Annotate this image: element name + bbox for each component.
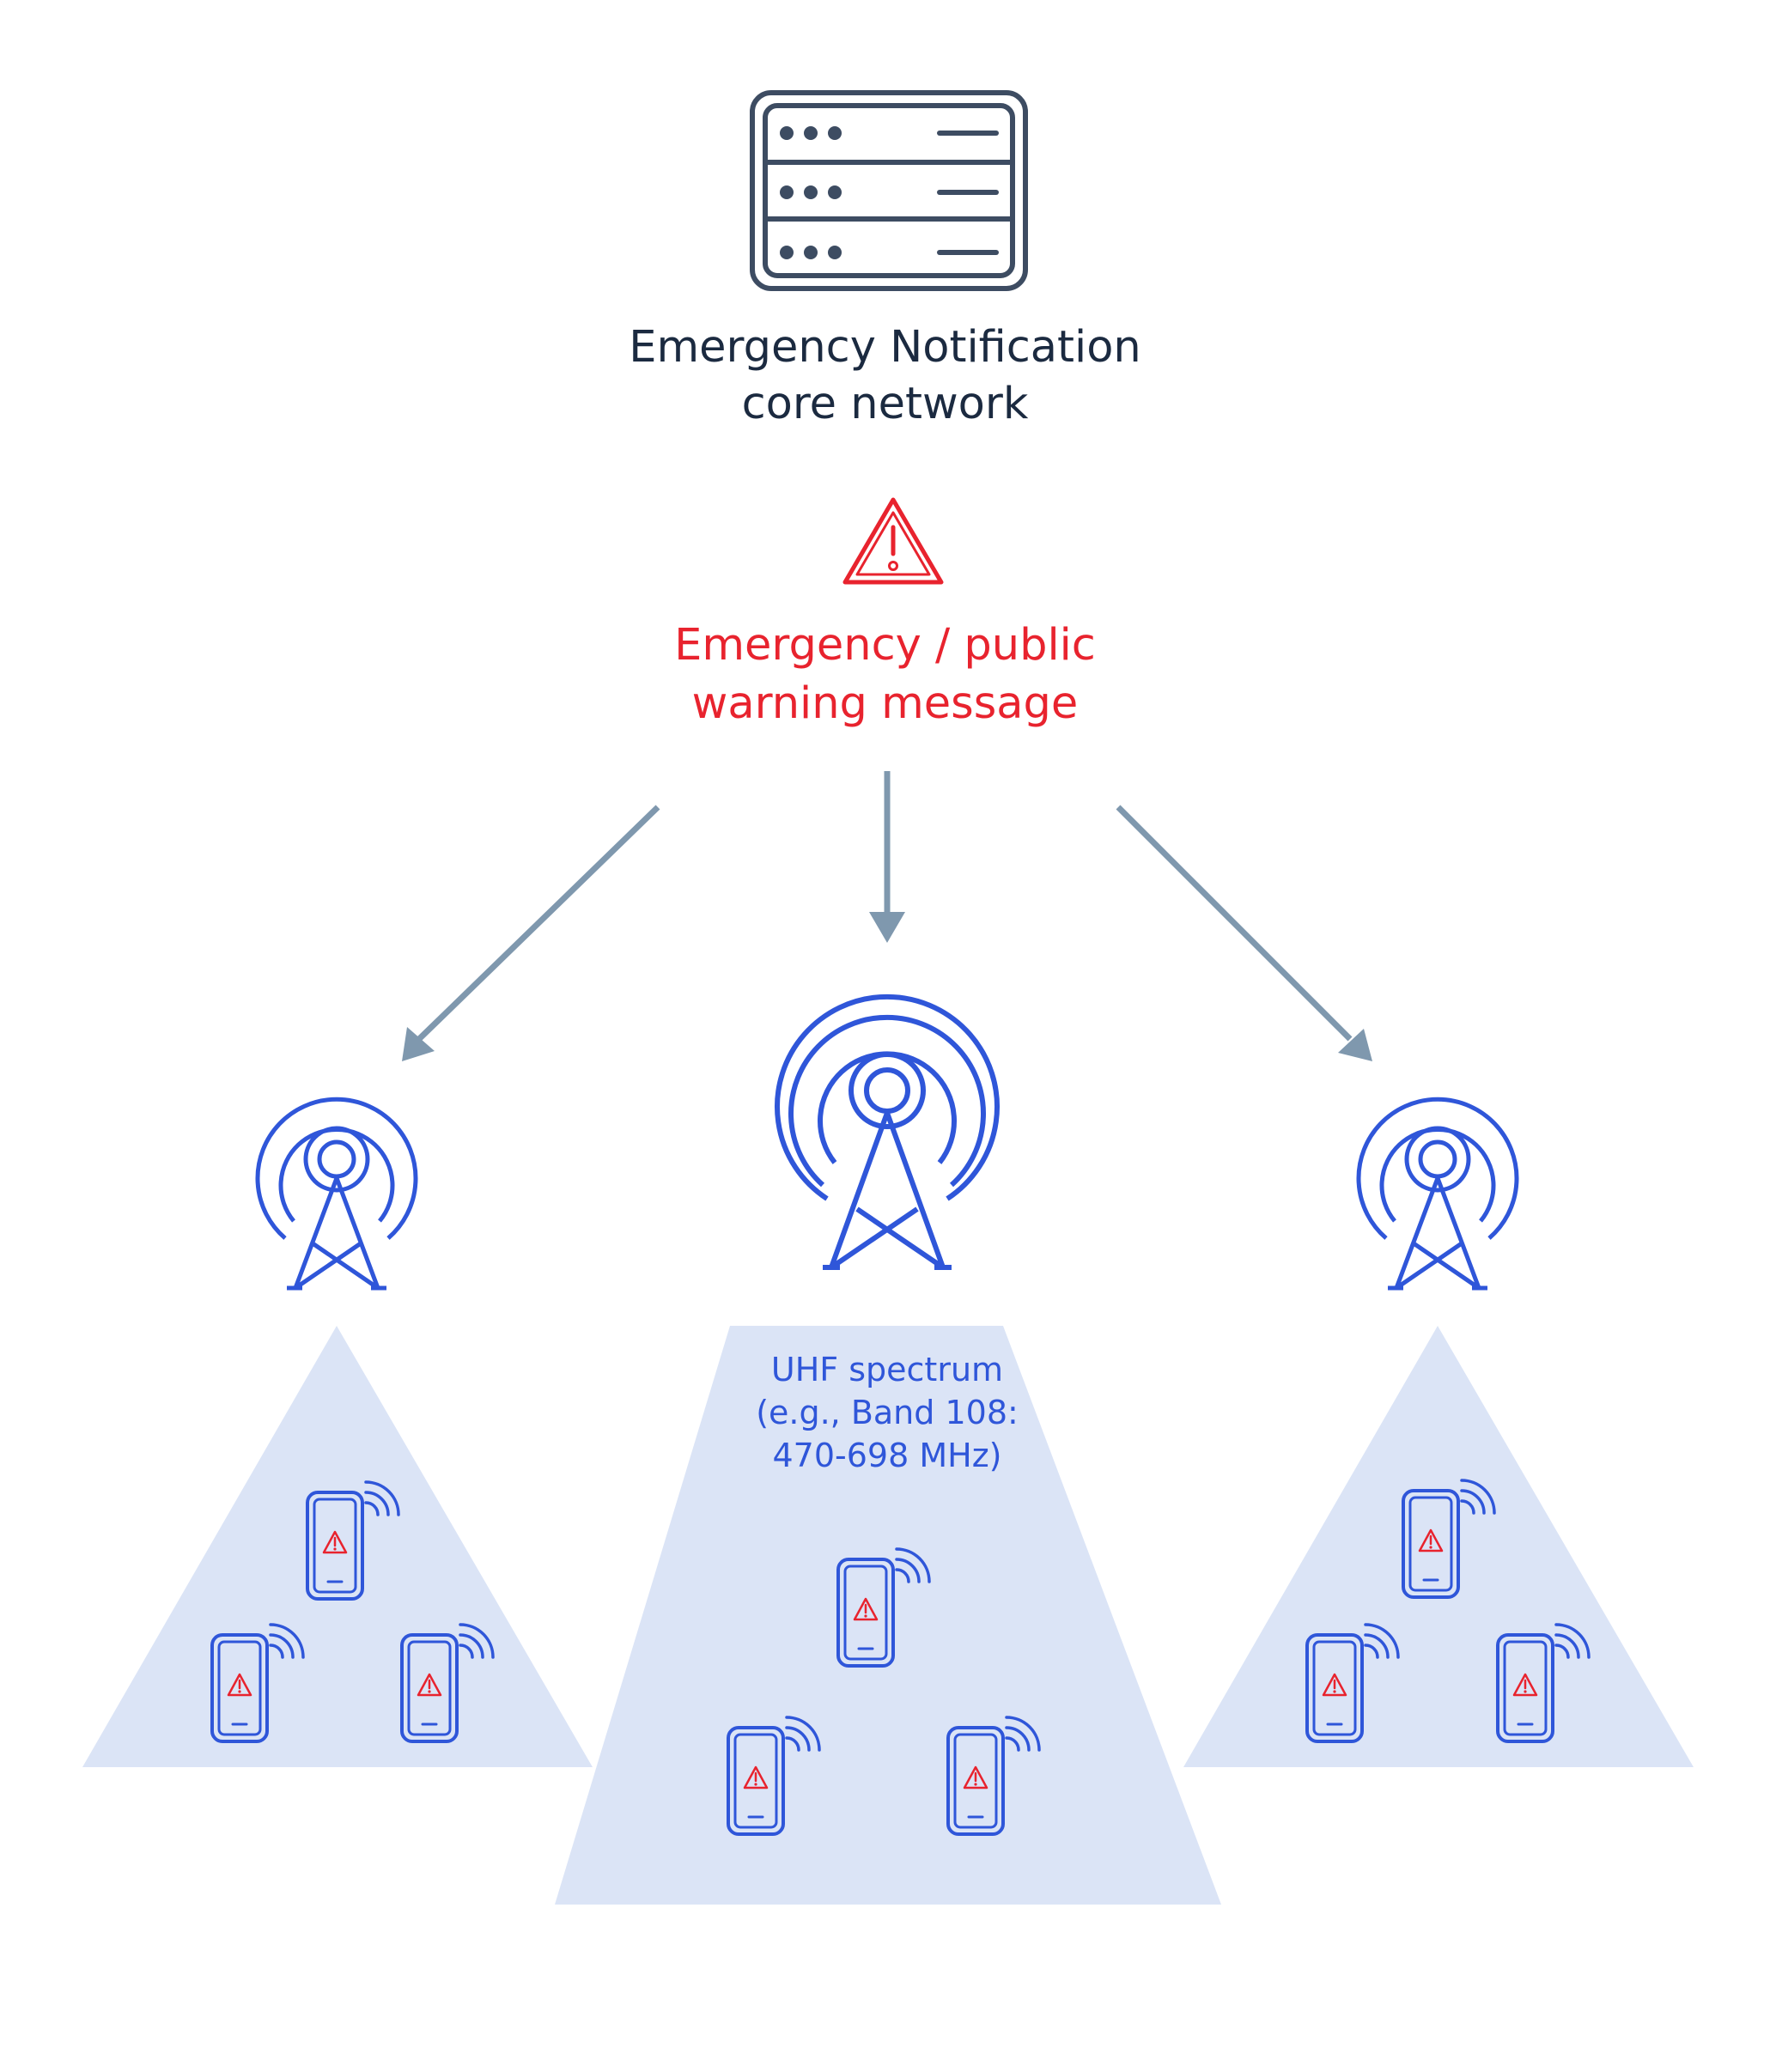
warning-triangle-icon: [842, 497, 944, 585]
arrow-to-right-tower: [1116, 805, 1372, 1061]
warning-message-label: Emergency / public warning message: [0, 617, 1770, 733]
server-rack-icon: [750, 90, 1028, 291]
cell-tower-center: [775, 993, 1000, 1270]
coverage-area-center: [555, 1326, 1221, 1905]
arrow-to-center-tower: [869, 771, 905, 943]
coverage-area-left: [82, 1326, 593, 1767]
core-network-label: Emergency Notification core network: [0, 319, 1770, 433]
warning-message-label-line2: warning message: [691, 678, 1079, 729]
cell-tower-left: [255, 1097, 418, 1291]
uhf-spectrum-line2: (e.g., Band 108:: [756, 1394, 1019, 1431]
core-network-label-line2: core network: [741, 379, 1029, 429]
uhf-spectrum-label: UHF spectrum (e.g., Band 108: 470-698 MH…: [724, 1348, 1050, 1477]
uhf-spectrum-line3: 470-698 MHz): [772, 1437, 1002, 1474]
core-network-label-line1: Emergency Notification: [629, 322, 1141, 373]
arrow-to-left-tower: [402, 805, 660, 1061]
cell-tower-right: [1356, 1097, 1519, 1291]
warning-message-label-line1: Emergency / public: [674, 620, 1096, 671]
uhf-spectrum-line1: UHF spectrum: [770, 1351, 1004, 1388]
